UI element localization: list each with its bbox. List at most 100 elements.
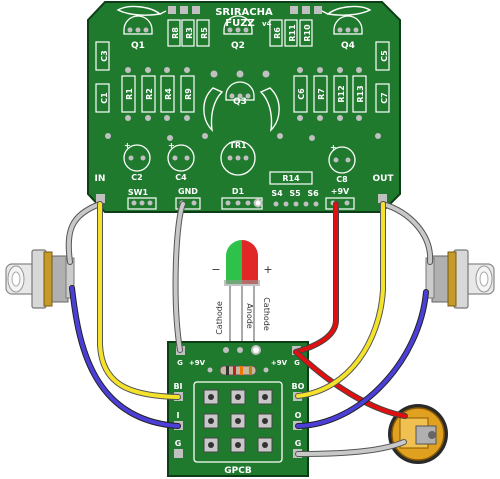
svg-text:Q4: Q4 xyxy=(341,41,355,51)
svg-text:Q1: Q1 xyxy=(131,41,145,51)
chili-logo-center-right xyxy=(259,87,280,132)
resistor-R9: R9 xyxy=(180,75,195,113)
led-leg-label-cathode-left: Cathode xyxy=(215,301,224,335)
svg-text:C2: C2 xyxy=(131,173,142,182)
footswitch-pcb: G +9V +9V G BI BO I O G G xyxy=(167,341,309,477)
svg-text:R14: R14 xyxy=(282,174,300,183)
pad-label-power: +9V xyxy=(331,187,350,196)
pad-label-out: OUT xyxy=(372,174,394,184)
pad-label-in: IN xyxy=(95,174,106,184)
svg-text:R7: R7 xyxy=(317,88,326,100)
chili-logo-right xyxy=(321,5,372,16)
input-jack xyxy=(5,249,75,309)
fs-label-g-right: G xyxy=(295,439,302,448)
fs-label-o: O xyxy=(295,411,302,420)
fs-label-g-top-right: G xyxy=(294,359,300,367)
svg-text:R12: R12 xyxy=(337,85,346,102)
capacitor-C3: C3 xyxy=(95,41,110,71)
pad-label-gnd: GND xyxy=(178,187,198,196)
footswitch-pcb-outline xyxy=(167,341,309,477)
resistor-R3: R3 xyxy=(181,19,195,47)
trimmer-TR1: TR1 xyxy=(220,140,256,176)
switch-label-s6: S6 xyxy=(307,189,319,198)
component-pads xyxy=(105,67,381,141)
svg-text:Q3: Q3 xyxy=(233,97,247,107)
led: − + Cathode Anode Cathode xyxy=(211,240,273,346)
svg-text:R11: R11 xyxy=(288,24,297,42)
fs-label-i: I xyxy=(177,411,180,420)
led-leg-label-cathode-right: Cathode xyxy=(262,297,271,331)
resistor-R1: R1 xyxy=(121,75,136,113)
switch-label-sw1: SW1 xyxy=(128,188,149,197)
capacitor-C8: + C8 xyxy=(328,143,356,184)
fs-label-g-left: G xyxy=(175,439,182,448)
resistor-R11: R11 xyxy=(284,19,298,47)
wire-red-power-main xyxy=(293,201,339,355)
switch-label-s4: S4 xyxy=(271,189,283,198)
svg-text:C3: C3 xyxy=(100,50,109,61)
svg-text:R4: R4 xyxy=(164,88,173,100)
resistor-R7: R7 xyxy=(313,75,328,113)
switch-label-s5: S5 xyxy=(289,189,301,198)
capacitor-C4: + C4 xyxy=(167,141,195,182)
capacitor-C5: C5 xyxy=(375,41,390,71)
svg-text:+: + xyxy=(168,141,175,150)
fs-resistor xyxy=(207,365,269,376)
svg-text:R10: R10 xyxy=(303,24,312,42)
top-pad-row-right xyxy=(290,6,322,14)
transistor-Q3: Q3 xyxy=(225,81,255,107)
resistor-R6: R6 xyxy=(269,19,283,47)
svg-text:R2: R2 xyxy=(145,88,154,100)
resistor-R14: R14 xyxy=(269,171,313,185)
wires xyxy=(65,201,434,457)
transistor-Q1: Q1 xyxy=(123,15,153,51)
svg-text:C8: C8 xyxy=(336,175,348,184)
svg-text:R8: R8 xyxy=(171,27,180,39)
resistor-R12: R12 xyxy=(333,75,348,113)
svg-text:+: + xyxy=(330,143,337,152)
svg-text:R13: R13 xyxy=(356,85,365,102)
svg-text:R1: R1 xyxy=(125,88,134,100)
dc-power-jack xyxy=(388,404,448,464)
resistor-R8: R8 xyxy=(167,19,181,47)
footswitch-3pdt-footprint xyxy=(193,381,283,463)
board-title: SRIRACHA xyxy=(215,7,273,18)
svg-text:C4: C4 xyxy=(175,173,187,182)
capacitor-C2: + C2 xyxy=(123,141,151,182)
wire-red-power-dc xyxy=(293,349,408,419)
capacitor-C6: C6 xyxy=(293,75,308,113)
resistor-R5: R5 xyxy=(196,19,210,47)
fs-label-power-left: +9V xyxy=(189,359,206,367)
svg-text:TR1: TR1 xyxy=(229,141,247,150)
svg-text:R5: R5 xyxy=(200,27,209,39)
capacitor-C1: C1 xyxy=(95,83,110,113)
resistor-R2: R2 xyxy=(141,75,156,113)
transistor-Q2: Q2 xyxy=(223,15,253,51)
fs-label-bi: BI xyxy=(173,382,182,391)
led-polarity-plus: + xyxy=(263,263,272,276)
chili-logo-left xyxy=(116,5,167,16)
transistor-Q4: Q4 xyxy=(333,15,363,51)
output-jack xyxy=(425,249,495,309)
resistor-R10: R10 xyxy=(299,19,313,47)
board-version: v4 xyxy=(262,20,272,28)
fs-board-name: GPCB xyxy=(224,466,252,476)
resistor-R4: R4 xyxy=(160,75,175,113)
svg-text:C1: C1 xyxy=(100,92,109,104)
led-body-green xyxy=(226,240,242,284)
board-subtitle: FUZZ xyxy=(225,18,254,29)
svg-text:R9: R9 xyxy=(184,88,193,100)
led-polarity-minus: − xyxy=(211,263,220,276)
top-pad-row-left xyxy=(168,6,200,14)
svg-text:Q2: Q2 xyxy=(231,41,245,51)
led-leg-label-anode: Anode xyxy=(245,303,254,329)
svg-text:R6: R6 xyxy=(273,27,282,39)
svg-text:+: + xyxy=(124,141,131,150)
svg-text:C5: C5 xyxy=(380,50,389,62)
fs-label-bo: BO xyxy=(292,382,305,391)
svg-text:C6: C6 xyxy=(297,88,306,100)
svg-text:C7: C7 xyxy=(380,92,389,103)
wire-yellow-in-to-bi xyxy=(97,201,181,400)
diode-label-d1: D1 xyxy=(232,187,245,196)
